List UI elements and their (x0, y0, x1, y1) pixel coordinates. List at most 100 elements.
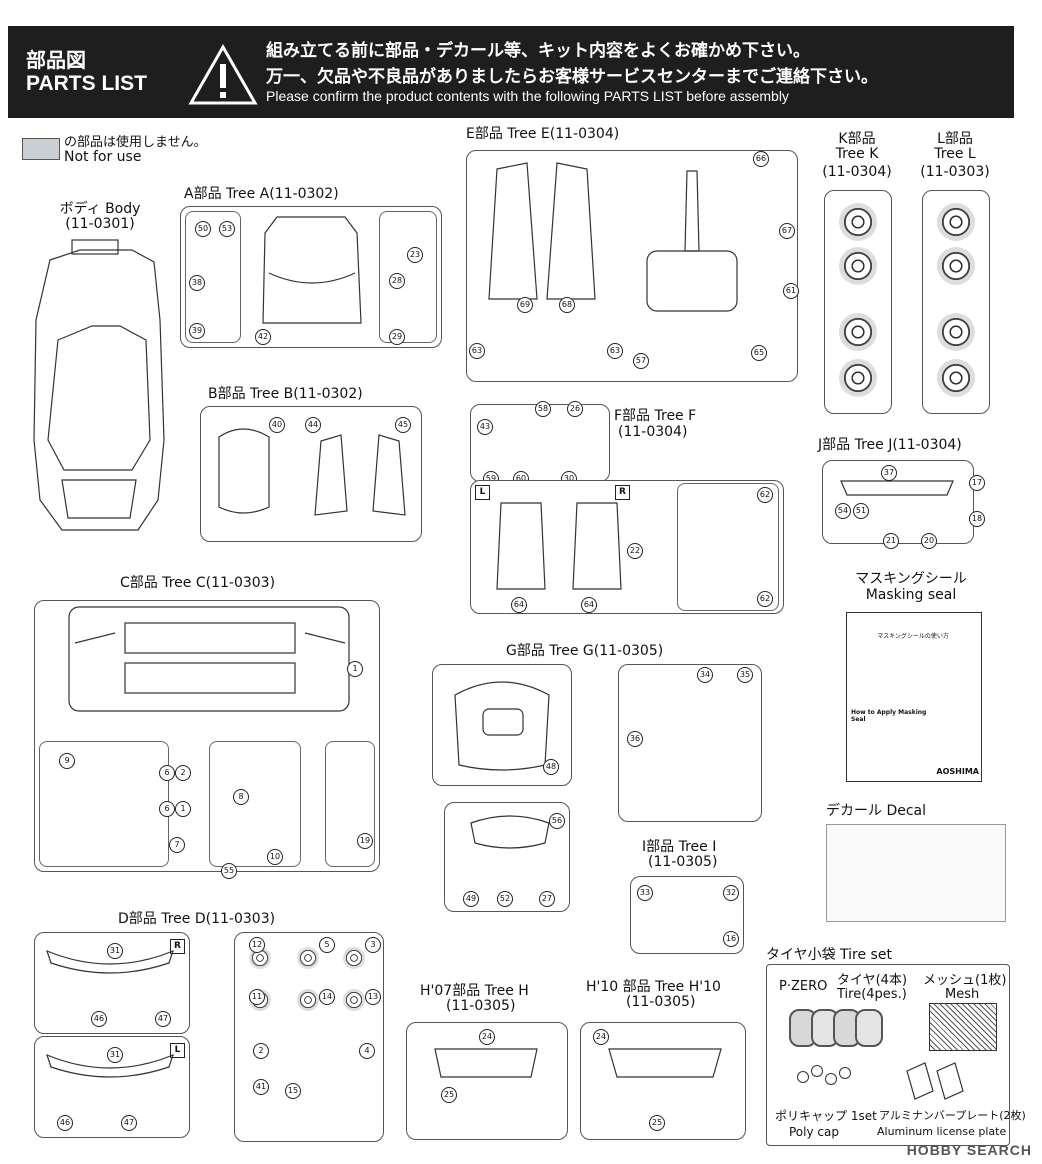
tree-j-label: J部品 Tree J(11-0304) (818, 437, 962, 453)
part-number: 24 (593, 1029, 609, 1045)
part-number: 8 (233, 789, 249, 805)
tree-h-code: (11-0305) (446, 998, 516, 1014)
tire-icon (855, 1009, 883, 1047)
part-number: 49 (463, 891, 479, 907)
part-number: 2 (175, 765, 191, 781)
tree-e-frame: 66 67 61 69 68 63 63 57 65 (466, 150, 799, 382)
tree-f-door-panel-drawing (496, 502, 546, 590)
part-number: 39 (189, 323, 205, 339)
part-number: 50 (195, 221, 211, 237)
tree-b-part-drawing (218, 428, 270, 514)
part-number: 44 (305, 417, 321, 433)
part-number: 15 (285, 1083, 301, 1099)
part-number: 29 (389, 329, 405, 345)
legend-en: Not for use (64, 149, 142, 165)
wheel-icon (937, 313, 975, 351)
part-number: 25 (441, 1087, 457, 1103)
part-number: 48 (543, 759, 559, 775)
part-number: 64 (511, 597, 527, 613)
body-shell-drawing (33, 239, 165, 531)
header-notice-jp-1: 組み立てる前に部品・デカール等、キット内容をよくお確かめ下さい。 (266, 41, 810, 61)
part-number: 1 (347, 661, 363, 677)
part-number: 57 (633, 353, 649, 369)
tree-i-code: (11-0305) (648, 854, 718, 870)
part-number: 25 (649, 1115, 665, 1131)
body-label: ボディ Body (59, 201, 141, 217)
polycap-label-jp: ポリキャップ 1set (775, 1109, 877, 1123)
part-number: 6 (159, 765, 175, 781)
license-plate-icon (906, 1062, 964, 1100)
part-number: 36 (627, 731, 643, 747)
mesh-icon (929, 1003, 997, 1051)
plate-label-jp: アルミナンバープレート(2枚) (879, 1109, 1026, 1122)
masking-how-to: How to Apply Masking Seal (851, 709, 927, 723)
header-banner: 部品図 PARTS LIST 組み立てる前に部品・デカール等、キット内容をよくお… (8, 26, 1014, 118)
tree-a-label: A部品 Tree A(11-0302) (184, 186, 339, 202)
part-number: 22 (627, 543, 643, 559)
part-number: 54 (835, 503, 851, 519)
tree-g-frame-bumper: 34 35 36 (618, 664, 762, 822)
tree-d-frame-upper-left: R 31 46 47 (34, 932, 190, 1034)
part-number: 41 (253, 1079, 269, 1095)
tree-f-code: (11-0304) (618, 424, 688, 440)
tire-label-en: Tire(4pes.) (837, 987, 907, 1002)
part-number: 18 (969, 511, 985, 527)
part-number: 64 (581, 597, 597, 613)
tree-f-label: F部品 Tree F (614, 408, 697, 424)
plate-label-en: Aluminum license plate (877, 1125, 1007, 1138)
tree-b-part-drawing (372, 434, 406, 516)
tree-c-chassis-drawing (68, 606, 350, 712)
tree-f-door-panel-drawing (572, 502, 622, 590)
wheel-icon (839, 203, 877, 241)
part-number: 7 (169, 837, 185, 853)
tree-c-frame: 1 9 6 2 8 6 1 7 10 19 55 (34, 600, 380, 879)
part-number: 13 (365, 989, 381, 1005)
wheel-icon (839, 247, 877, 285)
part-number: 31 (107, 1047, 123, 1063)
part-number: 31 (107, 943, 123, 959)
header-notice-jp-2: 万一、欠品や不良品がありましたらお客様サービスセンターまでご連絡下さい。 (266, 67, 878, 87)
part-number: 28 (389, 273, 405, 289)
part-number: 62 (757, 487, 773, 503)
part-number: 53 (219, 221, 235, 237)
tree-h10-frame: 24 25 (580, 1022, 746, 1140)
hobby-search-watermark: HOBBY SEARCH (906, 1142, 1032, 1158)
part-number: 69 (517, 297, 533, 313)
part-number: 32 (723, 885, 739, 901)
tree-f-cell (677, 483, 779, 611)
part-number: 47 (121, 1115, 137, 1131)
tree-h-grille-drawing (434, 1048, 538, 1078)
part-number: 66 (753, 151, 769, 167)
part-number: 55 (221, 863, 237, 879)
tree-d-label: D部品 Tree D(11-0303) (118, 911, 276, 927)
part-number: 19 (357, 833, 373, 849)
aoshima-logo: AOSHIMA (936, 767, 979, 776)
tree-i-label: I部品 Tree I (642, 839, 717, 855)
tree-f-frame-top: 43 58 26 59 60 30 (470, 401, 610, 487)
tree-a-frame: 50 53 23 38 28 39 42 29 (180, 206, 442, 348)
wheel-icon (937, 203, 975, 241)
tree-j-frame: 37 17 54 51 18 21 20 (822, 460, 985, 549)
wheel-icon (839, 359, 877, 397)
part-number: 20 (921, 533, 937, 549)
tree-l-label-1: L部品 (937, 131, 973, 147)
body-code: (11-0301) (65, 216, 135, 232)
masking-heading: マスキングシールの使い方 (877, 633, 949, 640)
part-number: 43 (477, 419, 493, 435)
tree-f-frame-bottom: L R 22 62 64 64 62 (470, 480, 784, 614)
tree-h-frame: 24 25 (406, 1022, 568, 1140)
part-number: 23 (407, 247, 423, 263)
header-notice-en: Please confirm the product contents with… (266, 88, 789, 104)
part-number: 26 (567, 401, 583, 417)
side-marker-r: R (615, 485, 630, 500)
tree-h-label: H'07部品 Tree H (420, 983, 529, 999)
tree-b-part-drawing (314, 434, 348, 516)
tree-h10-label: H'10 部品 Tree H'10 (586, 979, 721, 995)
tree-k-frame (824, 190, 892, 414)
masking-seal-sheet: マスキングシールの使い方 How to Apply Masking Seal A… (846, 612, 982, 782)
part-number: 45 (395, 417, 411, 433)
wheel-icon (937, 247, 975, 285)
mesh-label-en: Mesh (945, 987, 980, 1002)
part-number: 42 (255, 329, 271, 345)
part-number: 4 (359, 1043, 375, 1059)
